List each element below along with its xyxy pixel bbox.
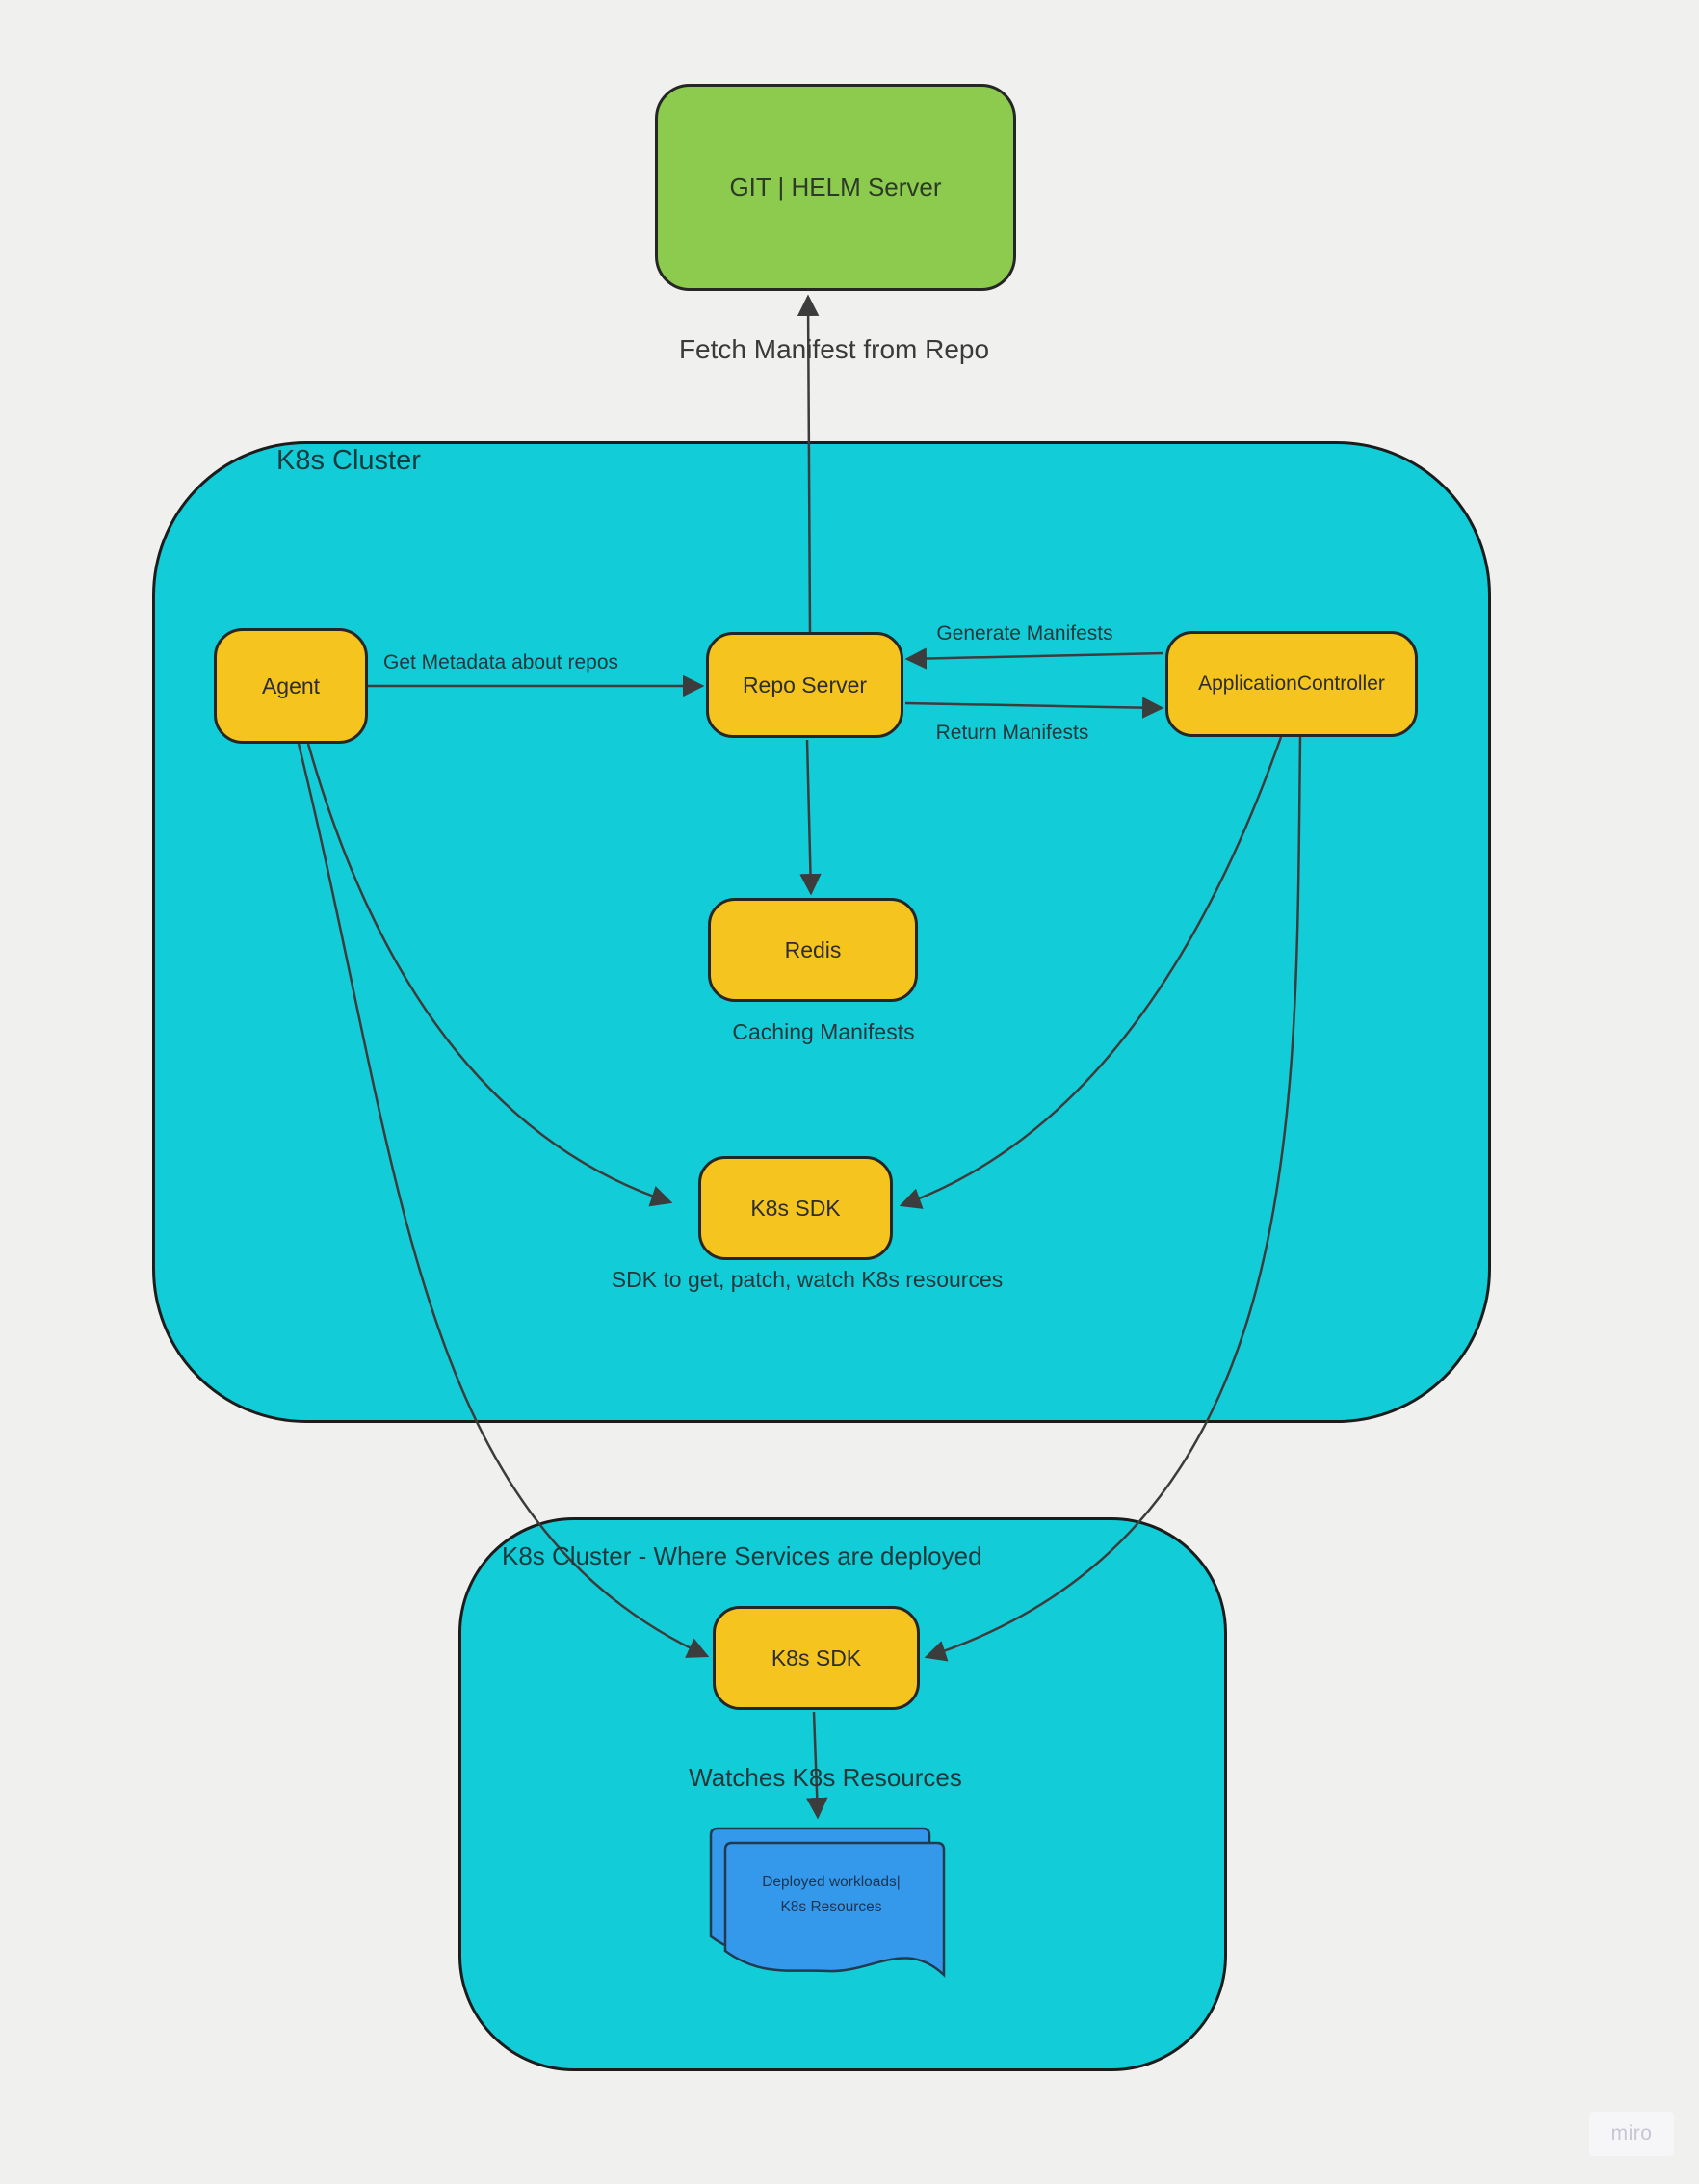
document-deployed-workloads-label[interactable]: Deployed workloads| K8s Resources: [720, 1870, 942, 1920]
node-k8s-sdk-main[interactable]: K8s SDK: [698, 1156, 893, 1260]
node-redis[interactable]: Redis: [708, 898, 918, 1002]
cluster-deploy-title[interactable]: K8s Cluster - Where Services are deploye…: [502, 1541, 982, 1570]
connector-repo-to-appcontroller-return[interactable]: [904, 697, 1164, 719]
edge-label-get-metadata[interactable]: Get Metadata about repos: [383, 651, 618, 673]
document-shape-deployed-workloads[interactable]: [709, 1827, 946, 1978]
connector-appcontroller-to-sdk-deploy[interactable]: [924, 736, 1302, 1662]
edge-label-return-manifests[interactable]: Return Manifests: [935, 722, 1089, 744]
cluster-main-title[interactable]: K8s Cluster: [276, 445, 421, 476]
node-git-helm-server[interactable]: GIT | HELM Server: [655, 84, 1016, 291]
node-k8s-sdk-deploy[interactable]: K8s SDK: [713, 1606, 920, 1710]
connector-agent-to-sdk-deploy[interactable]: [297, 743, 710, 1658]
connector-repo-to-git[interactable]: [797, 294, 820, 635]
document-label-line1: Deployed workloads|: [762, 1874, 901, 1890]
miro-watermark-text: miro: [1610, 2122, 1653, 2145]
node-repo-server[interactable]: Repo Server: [706, 632, 903, 738]
document-label-line2: K8s Resources: [780, 1899, 882, 1915]
document-front-page: [723, 1841, 946, 1978]
node-agent[interactable]: Agent: [214, 628, 368, 744]
node-application-controller[interactable]: ApplicationController: [1165, 631, 1418, 737]
connector-appcontroller-to-sdk-main[interactable]: [899, 736, 1283, 1209]
miro-watermark: miro: [1589, 2112, 1674, 2156]
edge-label-generate-manifests[interactable]: Generate Manifests: [936, 622, 1113, 645]
connector-sdk-deploy-to-workloads[interactable]: [806, 1711, 828, 1820]
connector-agent-to-sdk-main[interactable]: [306, 743, 673, 1207]
edge-label-caching-manifests[interactable]: Caching Manifests: [732, 1019, 915, 1044]
connector-appcontroller-to-repo-generate[interactable]: [904, 647, 1164, 670]
connector-repo-to-redis[interactable]: [799, 739, 822, 896]
edge-label-watches-resources[interactable]: Watches K8s Resources: [689, 1763, 962, 1792]
edge-label-fetch-manifest[interactable]: Fetch Manifest from Repo: [678, 334, 990, 364]
edge-label-sdk-description[interactable]: SDK to get, patch, watch K8s resources: [611, 1267, 1004, 1292]
